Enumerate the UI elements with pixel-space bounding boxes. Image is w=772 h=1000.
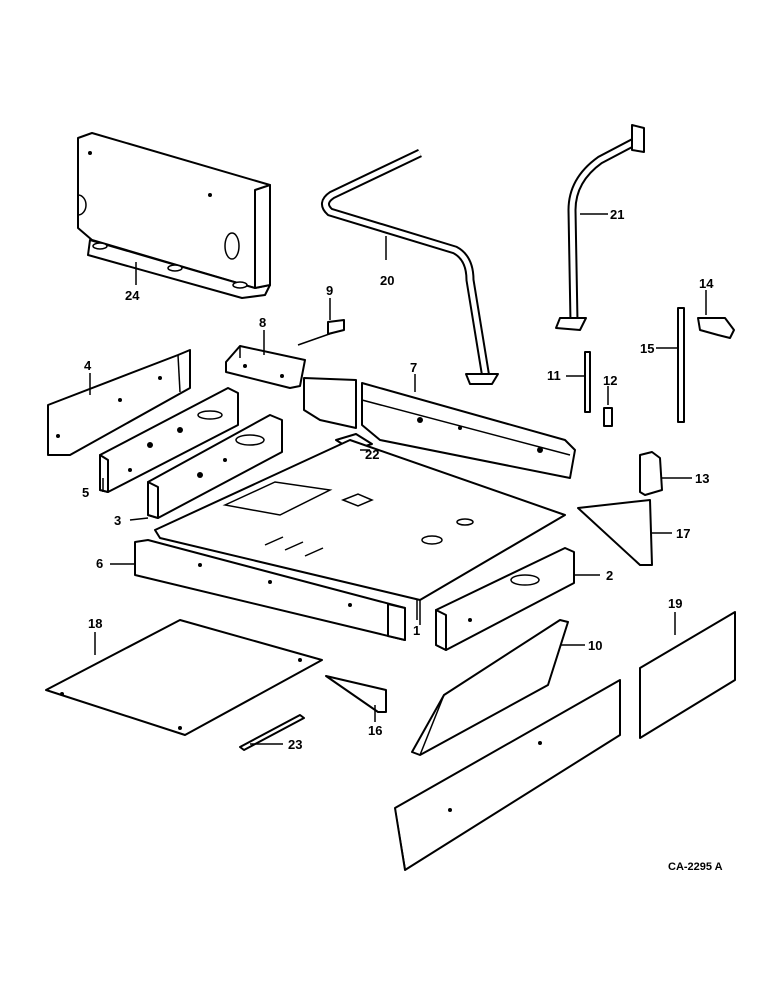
part-5-side-channel [99, 387, 239, 493]
callout-8: 8 [259, 315, 266, 330]
callout-19: 19 [668, 596, 682, 611]
callout-22: 22 [365, 447, 379, 462]
callout-6: 6 [96, 556, 103, 571]
part-9-pin [297, 319, 345, 346]
part-13-cap [639, 451, 663, 496]
leader-lines [89, 213, 707, 745]
callout-13: 13 [695, 471, 709, 486]
callout-9: 9 [326, 283, 333, 298]
part-10-side-panel [411, 619, 569, 756]
callout-14: 14 [699, 276, 714, 291]
part-19-long-rail [394, 611, 736, 871]
drawing-code: CA-2295 A [668, 861, 723, 873]
callout-16: 16 [368, 723, 382, 738]
part-16-gusset [325, 675, 387, 713]
callout-15: 15 [640, 341, 654, 356]
part-8-bracket [225, 345, 306, 389]
part-2-side-rail [435, 547, 575, 651]
part-14-bracket [697, 317, 735, 339]
callout-2: 2 [606, 568, 613, 583]
part-21-handle-post [555, 124, 645, 331]
callout-12: 12 [603, 373, 617, 388]
callout-24: 24 [125, 288, 140, 303]
part-23-strip [239, 714, 305, 751]
callout-5: 5 [82, 485, 89, 500]
part-15-strip [677, 307, 685, 423]
callout-11: 11 [547, 368, 561, 383]
part-12-clip [603, 407, 613, 427]
part-1-floor [154, 439, 566, 625]
part-11-strip [584, 351, 591, 413]
callout-4: 4 [84, 358, 92, 373]
callout-3: 3 [114, 513, 121, 528]
part-7-cross-member [303, 377, 576, 479]
part-20-handle-bar [321, 148, 499, 385]
part-17-gusset [577, 499, 653, 566]
callout-17: 17 [676, 526, 690, 541]
part-24-rear-panel [77, 132, 271, 299]
callout-23: 23 [288, 737, 302, 752]
part-6-front-rail [134, 539, 406, 641]
callout-labels: 1 2 3 4 5 6 7 8 9 10 11 12 13 14 15 16 1… [82, 207, 723, 873]
callout-7: 7 [410, 360, 417, 375]
callout-20: 20 [380, 273, 394, 288]
callout-18: 18 [88, 616, 102, 631]
callout-21: 21 [610, 207, 624, 222]
part-18-floor-mat [45, 619, 323, 736]
callout-10: 10 [588, 638, 602, 653]
callout-1: 1 [413, 623, 420, 638]
part-3-inner-channel [147, 414, 283, 519]
part-4-side-plate [47, 349, 191, 456]
